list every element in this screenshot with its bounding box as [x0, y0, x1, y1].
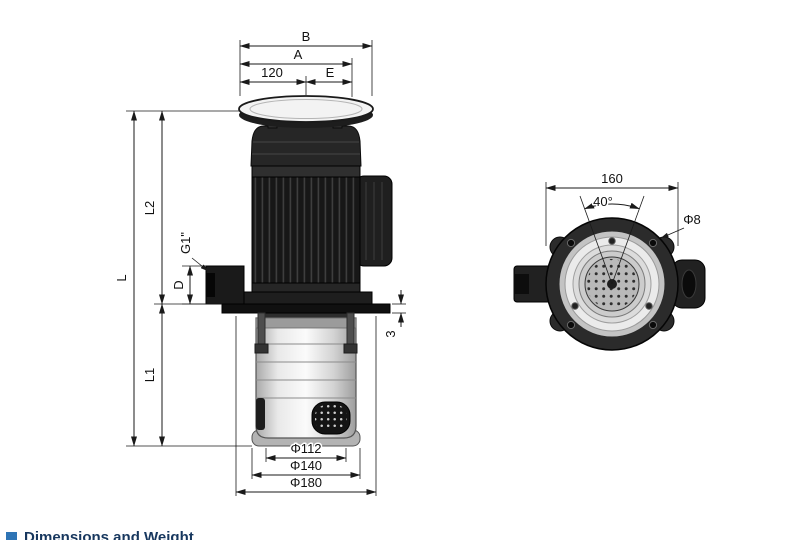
dim-a-label: A	[294, 47, 303, 62]
bolt-hole	[566, 320, 576, 330]
dim-3-label: 3	[383, 330, 398, 337]
dim-phi180-label: Φ180	[290, 475, 322, 490]
section-bullet-icon	[6, 532, 17, 540]
top-dimensions: 160 40° Φ8	[545, 170, 702, 285]
bolt-hole	[648, 320, 658, 330]
dim-l-label: L	[114, 274, 129, 281]
fan-cover-cap	[238, 95, 374, 129]
dim-e-label: E	[326, 65, 335, 80]
dim-l2-label: L2	[142, 201, 157, 215]
fan-cowl	[250, 125, 362, 167]
dim-l1-label: L1	[142, 368, 157, 382]
dim-phi112-label: Φ112	[290, 441, 321, 456]
section-title: Dimensions and Weight	[24, 529, 194, 540]
bolt-hole	[566, 238, 576, 248]
dim-40deg-label: 40°	[593, 194, 613, 209]
motor-body	[251, 165, 361, 293]
section-heading: Dimensions and Weight	[6, 529, 194, 540]
bolt-hole	[648, 238, 658, 248]
tie-rod-right	[346, 312, 355, 346]
front-dimensions: B A 120 E L L2 L1 D G1" 3 Φ112	[113, 28, 406, 496]
dim-d-label: D	[171, 280, 186, 289]
suction-strainer	[311, 401, 351, 435]
dim-160-label: 160	[601, 171, 623, 186]
mounting-flange	[205, 265, 391, 322]
front-view	[205, 95, 393, 447]
pump-body	[251, 312, 361, 447]
mounting-plate	[221, 303, 391, 314]
dim-g1-label: G1"	[178, 232, 193, 254]
tie-rod-left	[257, 312, 266, 346]
dim-120-label: 120	[261, 65, 283, 80]
dim-phi140-label: Φ140	[290, 458, 322, 473]
top-view	[513, 217, 706, 351]
dim-b-label: B	[302, 29, 311, 44]
dim-phi8-label: Φ8	[683, 212, 701, 227]
terminal-box	[355, 175, 393, 267]
